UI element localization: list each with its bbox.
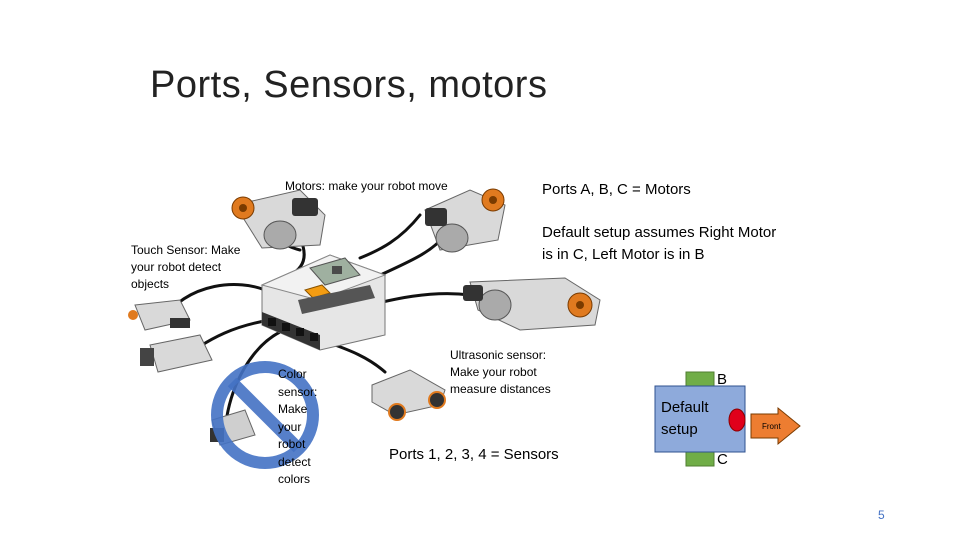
no-sign-icon [211,361,319,469]
color-sensor-line: detect [278,454,311,469]
touch-sensor-label: Touch Sensor: Make your robot detect obj… [131,242,240,293]
wheel-b-label: B [717,371,728,388]
ports-motors-text: Ports A, B, C = Motors [542,181,691,198]
front-arrow-label: Front [762,422,781,431]
color-sensor-line: Make [278,402,308,416]
color-sensor-line: colors [278,472,311,486]
nxt-brick [260,254,387,351]
default-setup-note: Default setup assumes Right Motor is in … [542,222,776,266]
color-sensor-line: robot [278,437,306,451]
touch-sensor-line: objects [131,277,170,291]
motor-top-right [424,188,506,253]
touch-sensor-line: Touch Sensor: Make [131,243,241,257]
slide-title: Ports, Sensors, motors [150,64,548,106]
motor-top-left [231,189,326,250]
default-setup-note-line: is in C, Left Motor is in B [542,246,705,263]
default-setup-diagram [654,371,801,467]
default-setup-note-line: Default setup assumes Right Motor [542,224,777,241]
ultrasonic-label: Ultrasonic sensor: Make your robot measu… [450,347,551,398]
touch-sensor-line: your robot detect [131,260,222,274]
motors-label: Motors: make your robot move [285,179,448,193]
ultrasonic-line: Ultrasonic sensor: [450,348,547,362]
touch-sensor [128,299,191,331]
ports-sensors-text: Ports 1, 2, 3, 4 = Sensors [389,446,559,463]
color-sensor-label: Color sensor: Make your robot detect col… [278,366,317,489]
sound-sensor [140,334,213,373]
color-sensor-line: your [278,419,302,434]
robot-body-line: setup [661,421,698,438]
motor-right [463,277,601,331]
robot-body-label: Default setup [661,397,709,441]
robot-body-line: Default [661,399,709,416]
slide-number: 5 [878,508,885,522]
ultrasonic-line: Make your robot [450,365,537,379]
color-sensor-line: sensor: [278,384,318,399]
color-sensor-line: Color [278,367,307,381]
ultrasonic-sensor [371,369,446,421]
ultrasonic-line: measure distances [450,382,551,396]
wheel-c-label: C [717,451,728,468]
